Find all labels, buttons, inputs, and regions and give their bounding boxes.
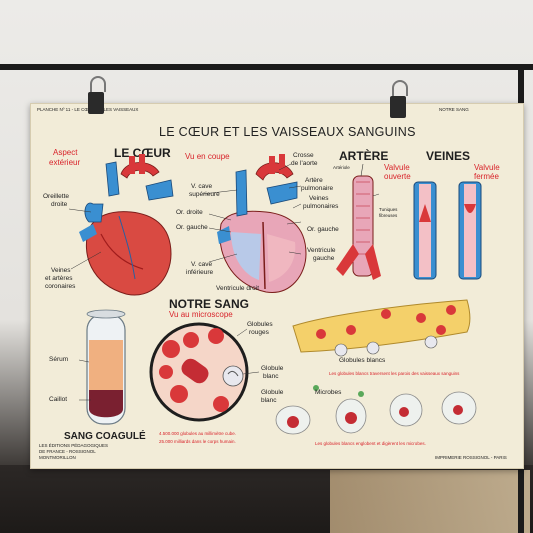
label-veines-pulm-1: Veines [309,195,329,202]
label-veines-pulm-2: pulmonaires [303,203,339,210]
label-or-gauche-left: Or. gauche [176,224,208,231]
poster-illustrations [68,154,482,435]
valvule-ouverte-1: Valvule [384,163,410,172]
capillary-illustration [292,299,471,357]
hanging-rod [0,64,533,70]
aspect-label-1: Aspect [53,148,78,157]
label-arteriole: Artériole [333,165,350,170]
label-globule-blanc-2a: Globule [261,389,284,396]
label-englobent: Les globules blancs englobent et digèren… [315,441,426,446]
hanger-clip-right [390,80,408,118]
artery-illustration [336,163,381,280]
label-microbes: Microbes [315,389,342,396]
label-traversent: Les globules blancs traversent les paroi… [329,371,460,376]
label-microscope: Vu au microscope [169,310,233,319]
footer-left-2: DE FRANCE - ROSSIGNOL [39,449,96,454]
label-vcave-inf-1: V. cave [191,261,213,268]
label-serum: Sérum [49,356,69,363]
poster-header-right: NOTRE SANG [439,107,469,112]
label-veines-cor-3: coronaires [45,283,76,290]
label-stat-2: 25.000 milliards dans le corps humain. [159,439,236,444]
label-globules-rouges-2: rouges [249,329,269,336]
label-globule-blanc-1b: blanc [263,373,279,380]
label-vcave-sup-1: V. cave [191,183,213,190]
test-tube-illustration [86,309,126,425]
microscope-view-illustration [149,322,249,422]
label-globule-blanc-2b: blanc [261,397,277,404]
label-vcave-sup-2: supérieure [189,191,220,198]
label-ventricule-g-2: gauche [313,255,335,262]
label-veines-cor-1: Veines [51,267,71,274]
heart-exterior-illustration [79,154,174,296]
label-artere-pulm-1: Artère [305,177,323,184]
label-veines-cor-2: et artères [45,275,73,282]
poster-header-left: PLANCHE Nº 11 - LE CŒUR ET LES VAISSEAUX [37,107,139,112]
label-crosse-1: Crosse [293,152,314,159]
label-tuniques-2: fibreuses [379,213,398,218]
footer-left-1: LES ÉDITIONS PÉDAGOGIQUES [39,443,109,448]
label-globules-rouges-1: Globules [247,321,273,328]
label-globules-blancs: Globules blancs [339,357,386,364]
aspect-label-2: extérieur [49,158,81,167]
label-or-droite: Or. droite [176,209,203,216]
heading-artere: ARTÈRE [339,149,389,163]
valvule-ouverte-2: ouverte [384,172,411,181]
poster-title: LE CŒUR ET LES VAISSEAUX SANGUINS [159,125,416,139]
floor-light [330,470,530,533]
coupe-label: Vu en coupe [185,152,230,161]
label-vcave-inf-2: inférieure [186,269,214,276]
label-or-gauche: Or. gauche [307,226,339,233]
label-ventricule-droit: Ventricule droit [216,285,259,292]
footer-right: IMPRIMERIE ROSSIGNOL - PARIS [435,455,507,460]
label-globule-blanc-1a: Globule [261,365,284,372]
label-artere-pulm-2: pulmonaire [301,185,334,192]
hanger-clip-left [88,76,106,114]
valvule-fermee-1: Valvule [474,163,500,172]
label-oreillette-2: droite [51,201,68,208]
heading-notre-sang: NOTRE SANG [169,297,250,311]
heading-veines: VEINES [426,149,471,163]
footer-left-3: MONTMORILLON [39,455,76,460]
label-tuniques-1: Tuniques [379,207,398,212]
veins-illustration [413,181,482,280]
label-oreillette-1: Oreillette [43,193,70,200]
label-stat-1: 4.500.000 globules au millimètre cube. [159,431,237,436]
valvule-fermee-2: fermée [474,172,499,181]
label-crosse-2: de l'aorte [291,160,318,167]
heading-sang-coagule: SANG COAGULÉ [64,431,146,442]
label-ventricule-g-1: Ventricule [307,247,336,254]
anatomy-poster: PLANCHE Nº 11 - LE CŒUR ET LES VAISSEAUX… [30,103,524,469]
heading-le-coeur: LE CŒUR [114,146,171,160]
phagocytosis-illustration [275,385,477,435]
label-caillot: Caillot [49,396,68,403]
label-lines [68,163,380,401]
heart-section-illustration [217,154,307,293]
